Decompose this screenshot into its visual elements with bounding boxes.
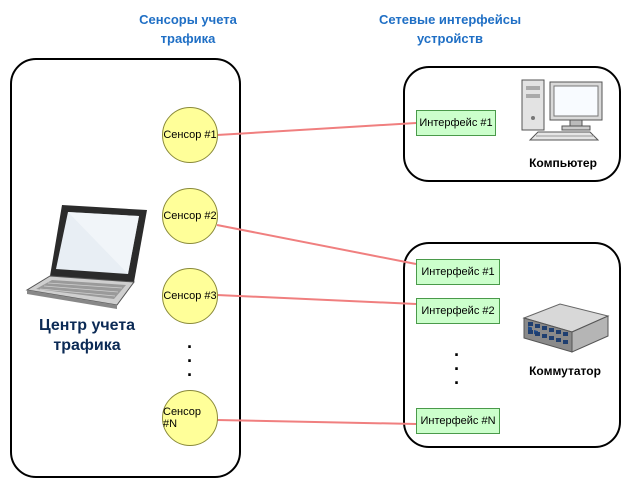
computer-interface-1[interactable]: Интерфейс #1 <box>416 110 496 136</box>
laptop-icon <box>22 200 152 310</box>
link-sensor3 <box>216 294 417 305</box>
switch-interface-1[interactable]: Интерфейс #1 <box>416 259 500 285</box>
sensor-1[interactable]: Сенсор #1 <box>162 107 218 163</box>
network-switch-icon <box>520 300 612 358</box>
interfaces-heading: Сетевые интерфейсы устройств <box>378 12 522 46</box>
sensor-n[interactable]: Сенсор #N <box>162 390 218 446</box>
link-sensor1 <box>216 122 417 136</box>
sensors-ellipsis: ··· <box>187 337 193 385</box>
interfaces-ellipsis: ··· <box>454 345 460 393</box>
switch-interface-n[interactable]: Интерфейс #N <box>416 408 500 434</box>
switch-interface-2[interactable]: Интерфейс #2 <box>416 298 500 324</box>
link-sensor2 <box>216 224 417 265</box>
computer-label: Компьютер <box>529 156 597 170</box>
traffic-center-label: Центр учета трафика <box>38 317 136 354</box>
sensor-2[interactable]: Сенсор #2 <box>162 188 218 244</box>
link-sensorN <box>216 419 417 425</box>
switch-label: Коммутатор <box>529 364 601 378</box>
desktop-computer-icon <box>518 74 608 144</box>
sensors-heading: Сенсоры учета трафика <box>139 12 237 46</box>
sensor-3[interactable]: Сенсор #3 <box>162 268 218 324</box>
